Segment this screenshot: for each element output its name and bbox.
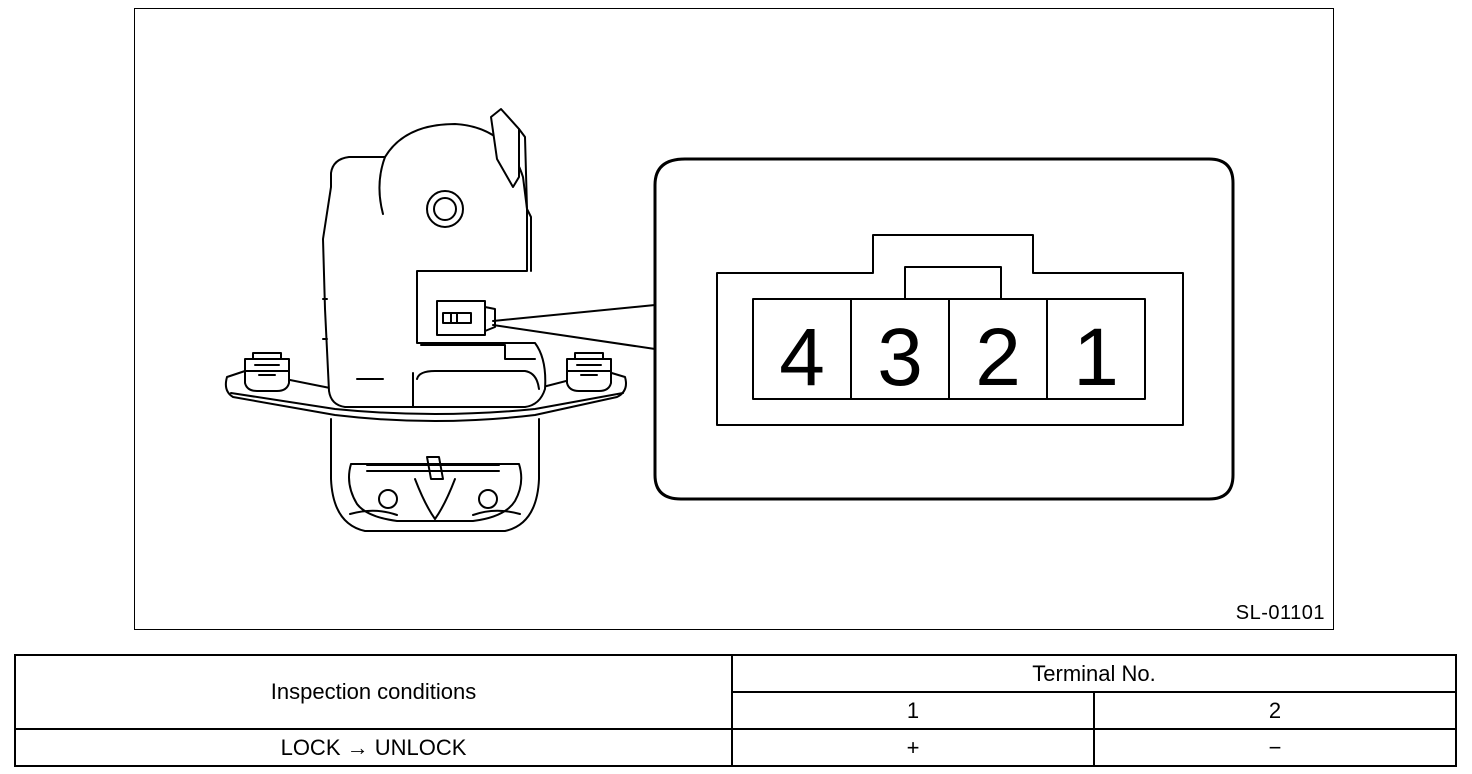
- terminal-number-4: 4: [779, 312, 825, 403]
- callout-leader: [492, 304, 656, 350]
- terminal-number-2: 2: [975, 312, 1021, 403]
- mounting-flange: [224, 352, 627, 422]
- connector-face: [716, 234, 1184, 426]
- terminal-number-1: 1: [1073, 312, 1119, 403]
- latch-housing: [330, 418, 540, 532]
- table-row: LOCK → UNLOCK + −: [14, 728, 1458, 767]
- header-inspection-conditions: Inspection conditions: [14, 654, 733, 730]
- inspection-table: Inspection conditions Terminal No. 1 2 L…: [14, 654, 1458, 767]
- table-subheader-row: 1 2: [15, 691, 1458, 730]
- terminal-1-cell: +: [731, 728, 1095, 767]
- header-terminal-2: 2: [1092, 691, 1458, 730]
- header-terminal-no: Terminal No.: [730, 654, 1458, 693]
- terminal-2-cell: −: [1092, 728, 1458, 767]
- table-header-row: Inspection conditions Terminal No.: [14, 654, 1458, 730]
- terminal-number-3: 3: [877, 312, 923, 403]
- latch-actuator-diagram: 4 3 2 1: [224, 108, 1235, 532]
- figure-code: SL-01101: [1235, 602, 1325, 624]
- header-terminal-1: 1: [731, 691, 1095, 730]
- actuator-housing: [322, 108, 547, 408]
- figure-frame: 4 3 2 1 SL-01101: [134, 8, 1334, 630]
- condition-cell: LOCK → UNLOCK: [14, 728, 733, 767]
